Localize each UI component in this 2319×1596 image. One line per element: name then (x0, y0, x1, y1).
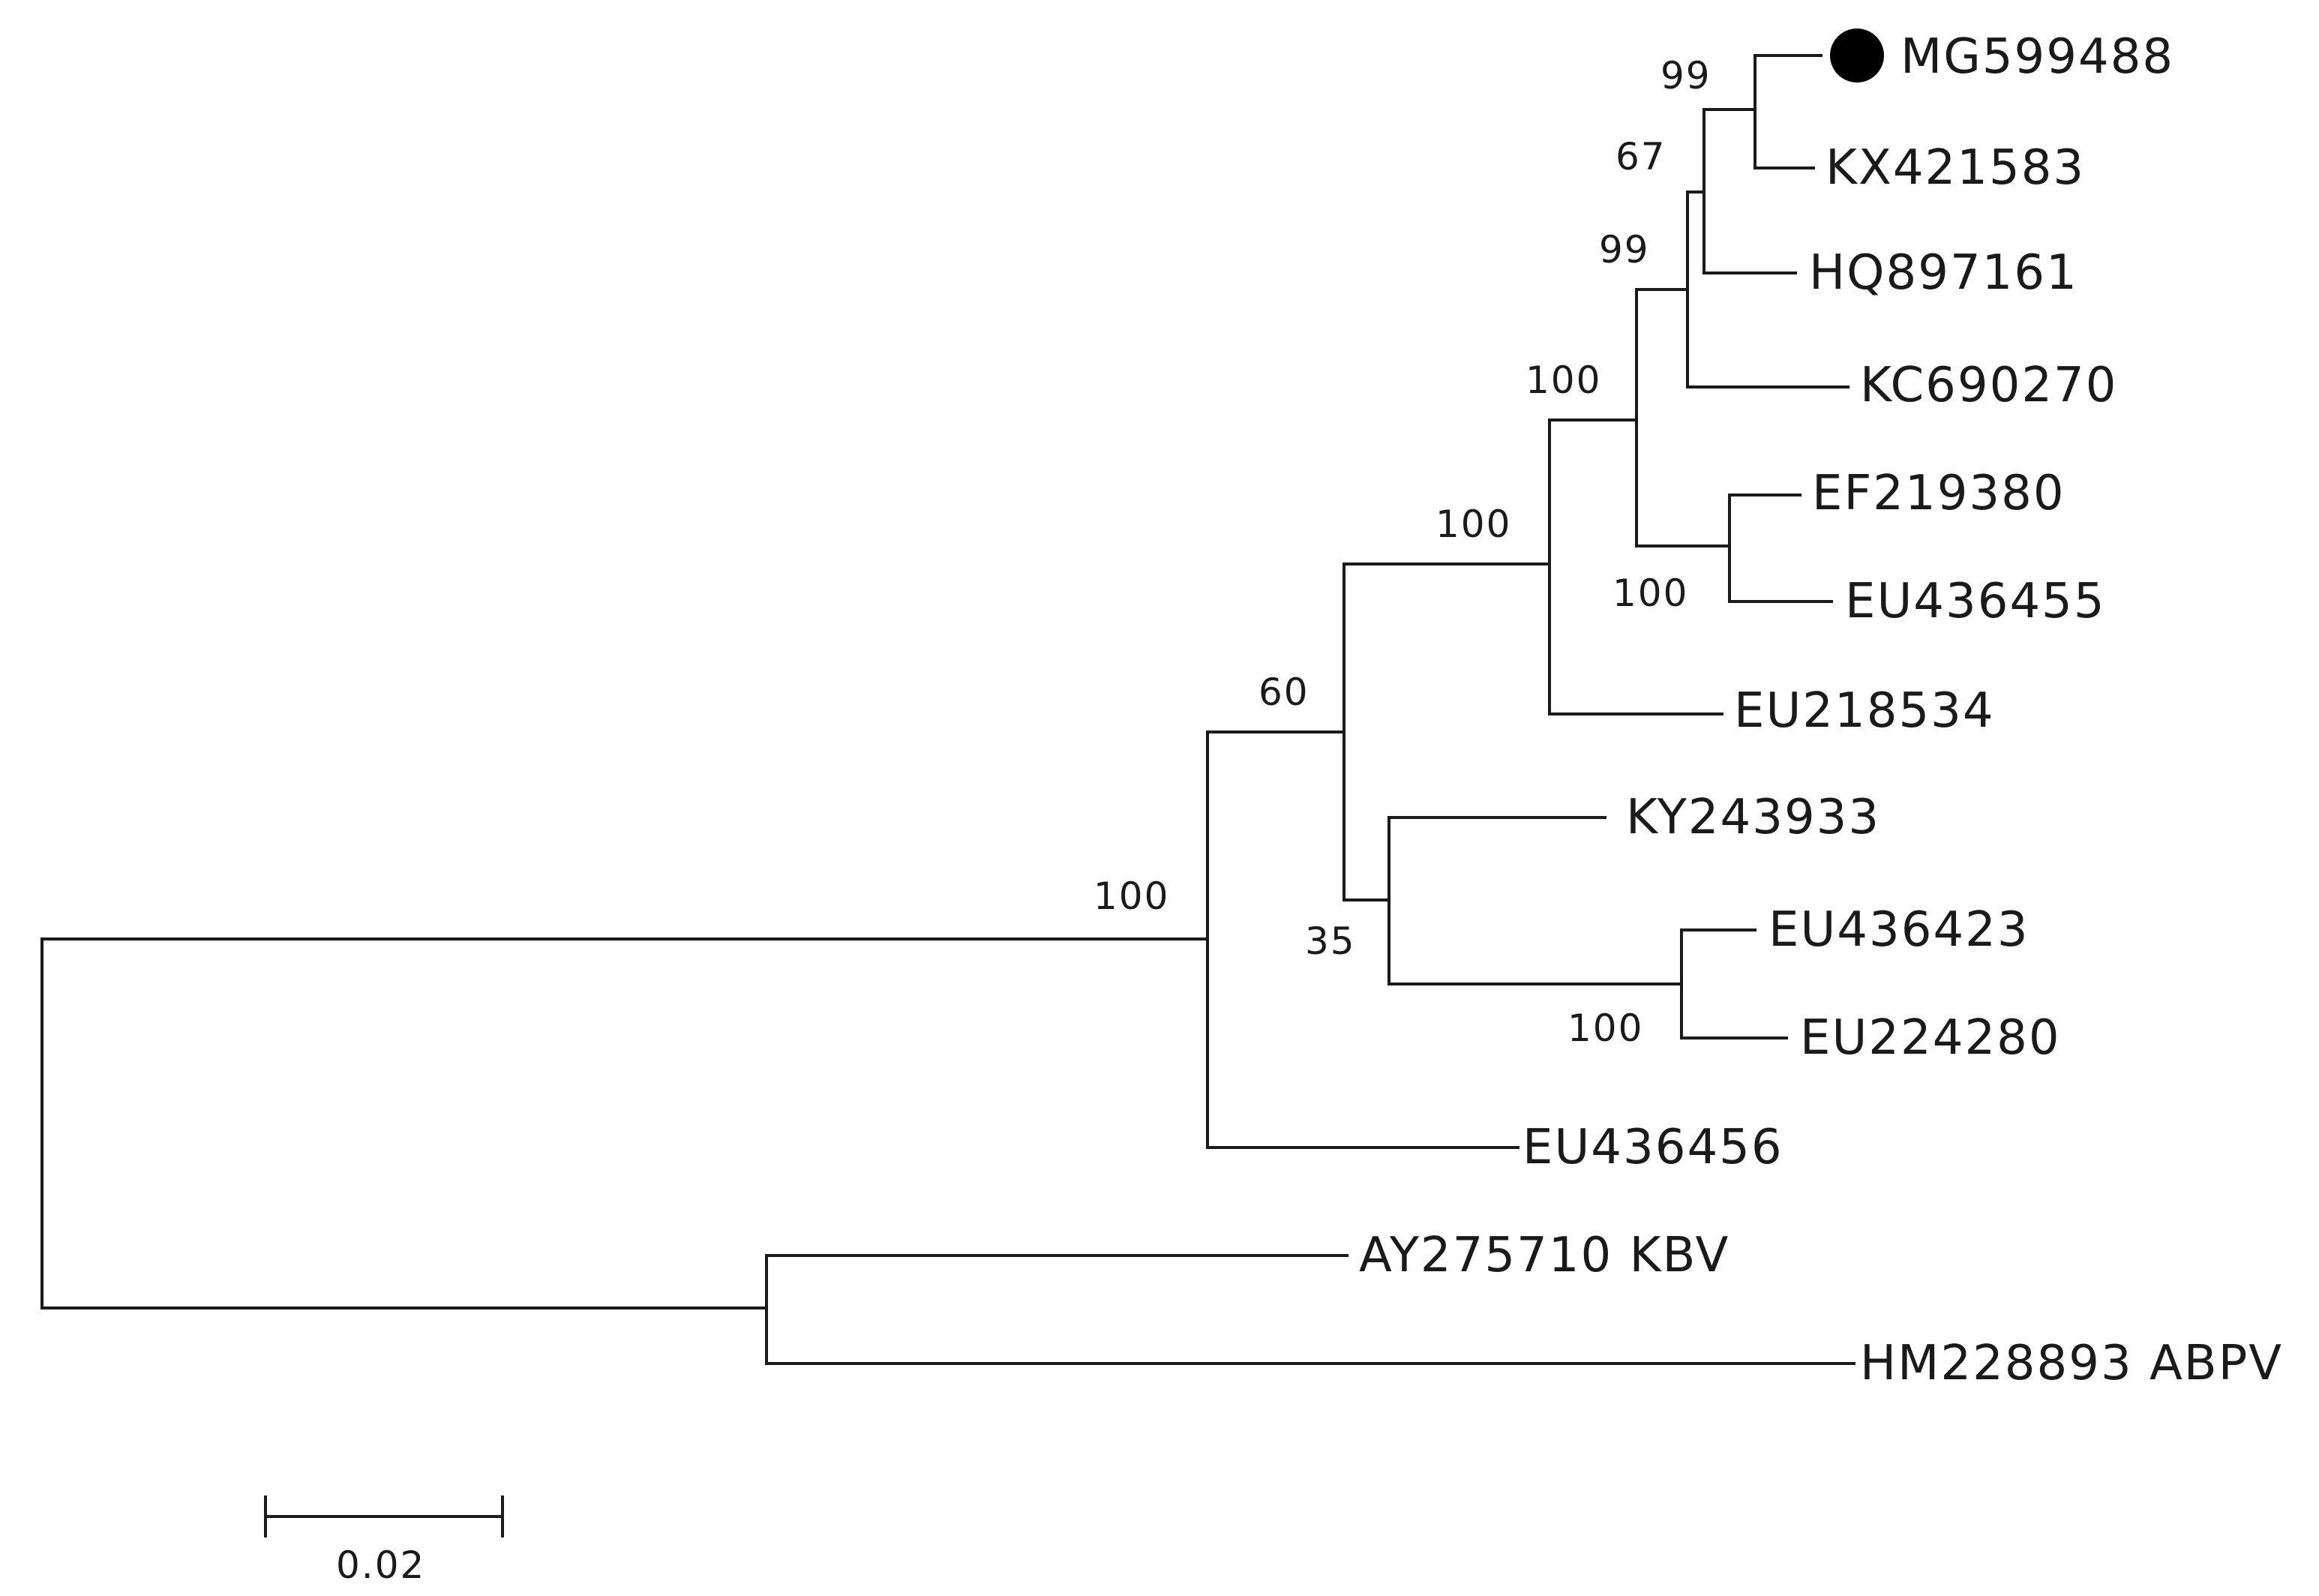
taxon-label: HM228893 ABPV (1860, 1336, 2283, 1391)
support-value: 67 (1616, 135, 1666, 178)
taxon-label: KC690270 (1860, 358, 2117, 413)
taxon-label: KY243933 (1626, 790, 1880, 845)
tree-branches (40, 54, 1856, 1365)
taxon-label: KX421583 (1826, 140, 2085, 196)
taxon-labels: MG599488 KX421583 HQ897161 KC690270 EF21… (1359, 29, 2283, 1391)
support-value: 100 (1568, 1006, 1643, 1050)
support-value: 100 (1436, 502, 1511, 546)
support-values: 99 67 99 100 100 100 100 35 60 100 (1094, 54, 1712, 1050)
taxon-label: AY275710 KBV (1359, 1228, 1730, 1283)
support-value: 100 (1526, 358, 1601, 402)
support-value: 100 (1094, 874, 1169, 918)
scale-bar-label: 0.02 (336, 1544, 425, 1587)
taxon-label: EU218534 (1734, 683, 1995, 739)
support-value: 99 (1599, 228, 1650, 272)
taxon-label: EU436455 (1845, 574, 2106, 629)
scale-bar-line (264, 1496, 504, 1538)
taxon-label: EF219380 (1812, 466, 2066, 521)
support-value: 100 (1612, 572, 1688, 615)
highlight-marker-icon (1830, 28, 1884, 82)
taxon-label: MG599488 (1900, 29, 2174, 85)
taxon-label: EU436456 (1522, 1120, 1784, 1175)
taxon-label: EU436423 (1768, 902, 2030, 958)
support-value: 60 (1258, 670, 1310, 714)
support-value: 99 (1660, 54, 1712, 98)
taxon-label: EU224280 (1800, 1010, 2061, 1066)
scale-bar: 0.02 (264, 1496, 504, 1587)
taxon-label: HQ897161 (1809, 245, 2078, 301)
support-value: 35 (1305, 920, 1356, 963)
